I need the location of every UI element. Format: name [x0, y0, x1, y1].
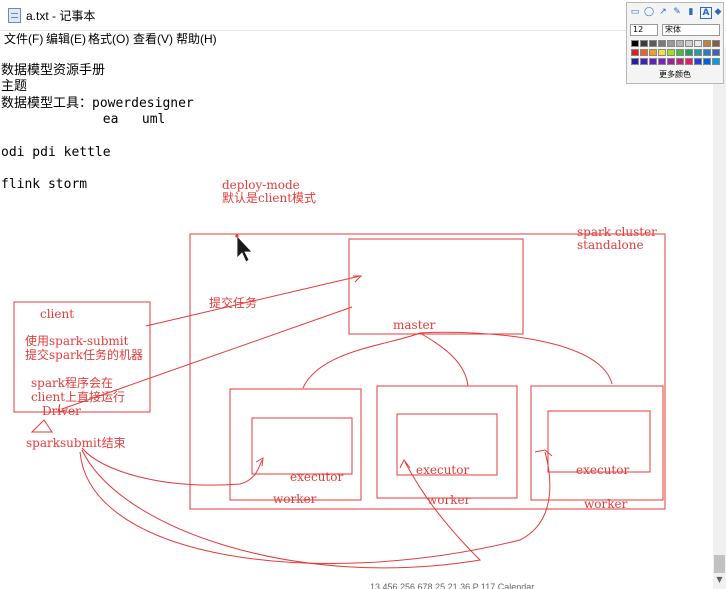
menu-bar: 文件(F) 编辑(E) 格式(O) 查看(V) 帮助(H): [0, 30, 726, 46]
annot-submit-task: 提交任务: [209, 296, 258, 310]
vertical-scrollbar[interactable]: ▼: [713, 47, 726, 589]
text-line: ea uml: [1, 112, 166, 127]
color-swatch[interactable]: [712, 40, 720, 47]
annot-submit-end: sparksubmit结束: [26, 436, 126, 450]
color-swatch[interactable]: [694, 58, 702, 65]
annot-master: master: [393, 318, 436, 332]
scroll-down-icon[interactable]: ▼: [716, 575, 723, 584]
rectangle-tool-icon[interactable]: ▭: [630, 7, 640, 17]
annot-worker-1: worker: [273, 492, 317, 506]
annot-executor-3: executor: [576, 463, 630, 477]
ellipse-tool-icon[interactable]: ◯: [644, 7, 655, 17]
annot-use-spark-submit: 使用spark-submit: [25, 334, 129, 348]
color-swatch[interactable]: [658, 40, 666, 47]
annot-spark-cluster: spark cluster: [577, 225, 657, 239]
color-swatch[interactable]: [694, 49, 702, 56]
more-colors-button[interactable]: 更多颜色: [659, 70, 691, 79]
window-title: a.txt - 记事本: [26, 9, 96, 23]
annot-worker-3: worker: [584, 497, 628, 511]
color-swatch[interactable]: [703, 49, 711, 56]
annot-program-will: spark程序会在: [31, 376, 114, 390]
eraser-tool-icon[interactable]: ◆: [714, 7, 722, 17]
arrow-tool-icon[interactable]: ↗: [659, 7, 667, 17]
color-swatch[interactable]: [703, 58, 711, 65]
color-swatch[interactable]: [685, 58, 693, 65]
color-swatch[interactable]: [685, 49, 693, 56]
color-swatch[interactable]: [703, 40, 711, 47]
color-swatch[interactable]: [631, 40, 639, 47]
color-swatch[interactable]: [667, 40, 675, 47]
color-swatch[interactable]: [667, 49, 675, 56]
font-size-select[interactable]: 12: [630, 24, 658, 36]
notepad-icon: [8, 8, 21, 23]
color-swatch[interactable]: [694, 40, 702, 47]
color-swatch[interactable]: [649, 40, 657, 47]
scrollbar-thumb[interactable]: [714, 555, 725, 573]
annot-client: client: [40, 307, 75, 321]
menu-format[interactable]: 格式(O): [88, 32, 130, 46]
color-swatch[interactable]: [667, 58, 675, 65]
text-editor[interactable]: 数据模型资源手册 主题 数据模型工具：powerdesigner ea uml …: [0, 47, 713, 589]
text-line: 数据模型资源手册: [1, 63, 106, 78]
color-swatch[interactable]: [685, 40, 693, 47]
text-line: 数据模型工具：powerdesigner: [1, 96, 194, 111]
annot-deploy-mode: deploy-mode: [222, 178, 300, 192]
menu-view[interactable]: 查看(V): [133, 32, 173, 46]
color-swatch[interactable]: [649, 49, 657, 56]
annot-executor-2: executor: [416, 463, 470, 477]
color-swatch[interactable]: [658, 49, 666, 56]
annot-worker-2: worker: [427, 493, 471, 507]
title-bar: a.txt - 记事本: [0, 0, 726, 31]
annot-submit-machine: 提交spark任务的机器: [25, 348, 144, 362]
color-swatch[interactable]: [640, 49, 648, 56]
text-tool-icon[interactable]: A: [700, 7, 712, 19]
text-line: odi pdi kettle: [1, 145, 111, 160]
color-swatch[interactable]: [676, 40, 684, 47]
color-swatch[interactable]: [658, 58, 666, 65]
color-swatch[interactable]: [631, 49, 639, 56]
menu-help[interactable]: 帮助(H): [176, 32, 217, 46]
color-swatch[interactable]: [640, 58, 648, 65]
annot-standalone: standalone: [577, 238, 644, 252]
color-swatch[interactable]: [631, 58, 639, 65]
color-swatch[interactable]: [712, 49, 720, 56]
annot-run-on-client: client上直接运行: [31, 390, 126, 404]
menu-file[interactable]: 文件(F): [4, 32, 44, 46]
pen-tool-icon[interactable]: ✎: [673, 7, 681, 17]
color-swatch[interactable]: [649, 58, 657, 65]
text-line: flink storm: [1, 177, 88, 192]
menu-edit[interactable]: 编辑(E): [46, 32, 86, 46]
annot-executor-1: executor: [290, 470, 344, 484]
color-swatch[interactable]: [676, 58, 684, 65]
font-name-select[interactable]: 宋体: [662, 24, 720, 36]
color-palette: ▭ ◯ ↗ ✎ ▮ A ◆ 12 宋体 更多颜色: [626, 2, 724, 84]
color-swatch[interactable]: [676, 49, 684, 56]
color-swatch[interactable]: [640, 40, 648, 47]
text-line: 主题: [1, 79, 28, 94]
annot-default-client: 默认是client模式: [222, 191, 317, 205]
status-bar: 13 456 256 678 25 21 36 P 117 Calendar: [370, 582, 535, 589]
color-swatch[interactable]: [712, 58, 720, 65]
marker-tool-icon[interactable]: ▮: [688, 7, 694, 17]
annot-driver: Driver: [42, 404, 81, 418]
